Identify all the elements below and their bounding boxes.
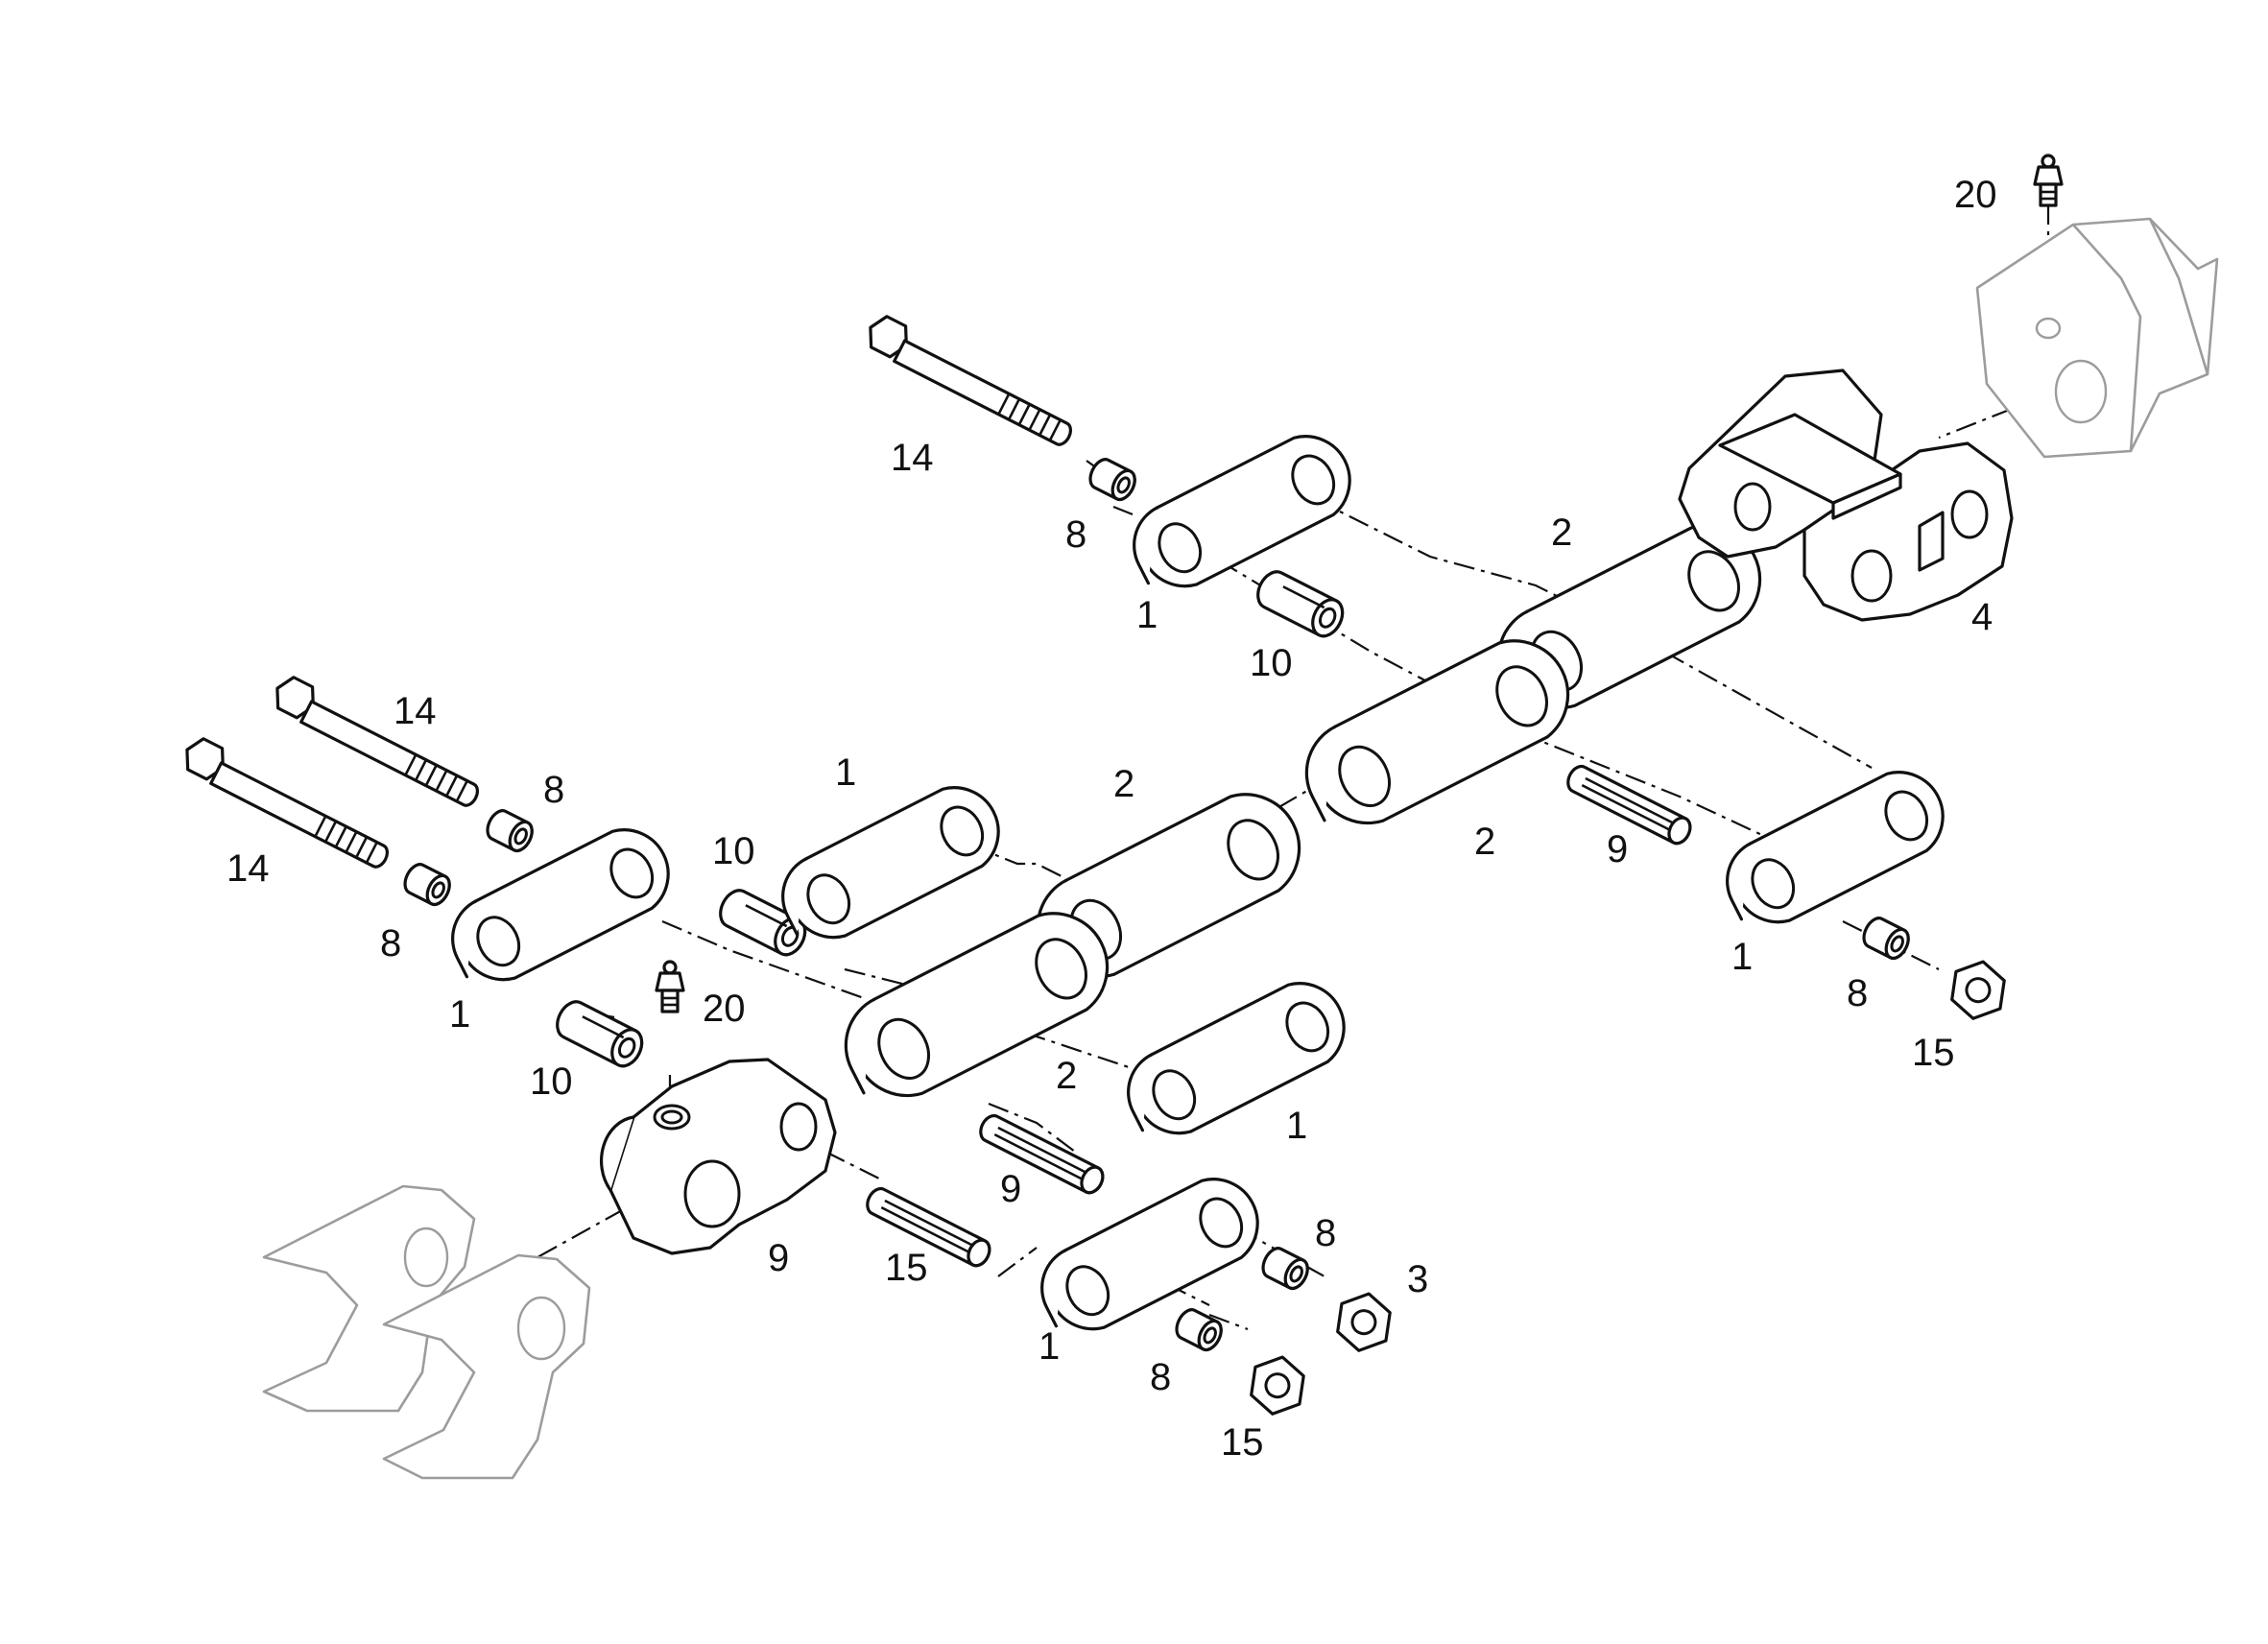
link-plate-part-2-mid bbox=[1287, 621, 1588, 846]
callout-label: 9 bbox=[768, 1237, 789, 1279]
callout-label: 15 bbox=[1221, 1421, 1264, 1464]
spacer-part-8-lower-left bbox=[398, 859, 456, 910]
callout-label: 8 bbox=[543, 769, 564, 811]
eye-bracket-part-3 bbox=[599, 1058, 837, 1255]
link-plate-part-1-top bbox=[1117, 420, 1367, 606]
callout-label: 14 bbox=[891, 437, 934, 479]
grease-nipple-part-20-left bbox=[655, 960, 685, 1013]
callout-label: 9 bbox=[1000, 1168, 1021, 1210]
ghost-bracket-bottom-left bbox=[262, 1184, 591, 1480]
bushing-part-10-top bbox=[1250, 564, 1350, 643]
callout-label: 8 bbox=[1065, 513, 1086, 556]
bolt-part-14-top bbox=[860, 310, 1082, 449]
callout-label: 2 bbox=[1474, 821, 1495, 863]
hex-nut-part-15-right bbox=[1942, 955, 2015, 1025]
link-plate-part-1-right bbox=[1710, 756, 1960, 941]
callout-label: 2 bbox=[1113, 763, 1134, 805]
link-plate-part-1-center-bottom bbox=[1111, 967, 1361, 1153]
spacer-part-8-bottom-upper bbox=[1256, 1243, 1314, 1294]
bolt-part-14-upper-left bbox=[267, 671, 489, 810]
callout-label: 10 bbox=[712, 830, 755, 872]
callout-label: 1 bbox=[1136, 594, 1158, 636]
grease-nipple-part-20-top bbox=[2033, 154, 2064, 207]
pin-part-9-center bbox=[974, 1110, 1109, 1199]
callout-label: 3 bbox=[1407, 1258, 1428, 1300]
clevis-bracket-part-4 bbox=[1678, 369, 2014, 622]
spacer-part-8-bottom-lower bbox=[1170, 1304, 1228, 1355]
callout-label: 2 bbox=[1551, 512, 1572, 554]
callout-label: 8 bbox=[1847, 972, 1868, 1014]
callout-label: 9 bbox=[1607, 828, 1628, 870]
ghost-bracket-top-right bbox=[1975, 217, 2219, 459]
callout-label: 1 bbox=[449, 993, 470, 1036]
link-plate-part-2-lower bbox=[826, 893, 1127, 1119]
callout-label: 1 bbox=[1731, 936, 1753, 978]
callout-label: 10 bbox=[530, 1060, 573, 1103]
spacer-part-8-right bbox=[1857, 913, 1915, 964]
callout-label: 10 bbox=[1250, 642, 1293, 684]
callout-label: 20 bbox=[703, 988, 746, 1030]
link-plate-part-1-left bbox=[436, 814, 685, 999]
callout-label: 1 bbox=[835, 751, 856, 794]
callout-labels: 20 14 8 2 1 4 10 14 8 1 2 2 9 14 10 8 1 … bbox=[227, 174, 1997, 1464]
callout-label: 8 bbox=[380, 922, 401, 965]
hex-nut-part-15-bottom-lower bbox=[1241, 1350, 1314, 1420]
pin-part-9-left bbox=[861, 1183, 995, 1272]
callout-label: 15 bbox=[885, 1247, 928, 1289]
callout-label: 15 bbox=[1912, 1032, 1955, 1074]
callout-label: 8 bbox=[1315, 1212, 1336, 1254]
callout-label: 1 bbox=[1039, 1325, 1060, 1368]
callout-label: 2 bbox=[1056, 1055, 1077, 1097]
callout-label: 8 bbox=[1150, 1356, 1171, 1398]
link-plate-part-1-bottom bbox=[1025, 1163, 1275, 1348]
spacer-part-8-top bbox=[1084, 454, 1141, 505]
spacer-part-8-upper-left bbox=[481, 805, 538, 856]
callout-label: 14 bbox=[394, 690, 437, 732]
callout-label: 20 bbox=[1954, 174, 1997, 216]
callout-label: 1 bbox=[1286, 1105, 1307, 1147]
link-plate-part-1-center-top bbox=[766, 772, 1015, 957]
callout-label: 4 bbox=[1971, 596, 1993, 638]
callout-label: 14 bbox=[227, 847, 270, 890]
hex-nut-part-15-bottom-upper bbox=[1327, 1287, 1400, 1357]
